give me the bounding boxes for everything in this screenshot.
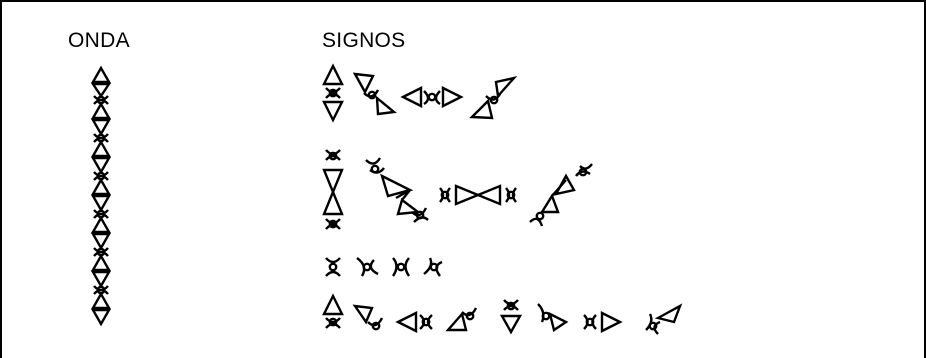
- signs-row-1: [322, 63, 518, 123]
- wave-heading: ONDA: [68, 29, 130, 52]
- wave-chain: [90, 65, 112, 327]
- signs-heading: SIGNOS: [322, 29, 406, 52]
- signs-row-4: [322, 293, 683, 335]
- signs-row-2: [322, 149, 593, 230]
- signs-row-3: [325, 257, 443, 277]
